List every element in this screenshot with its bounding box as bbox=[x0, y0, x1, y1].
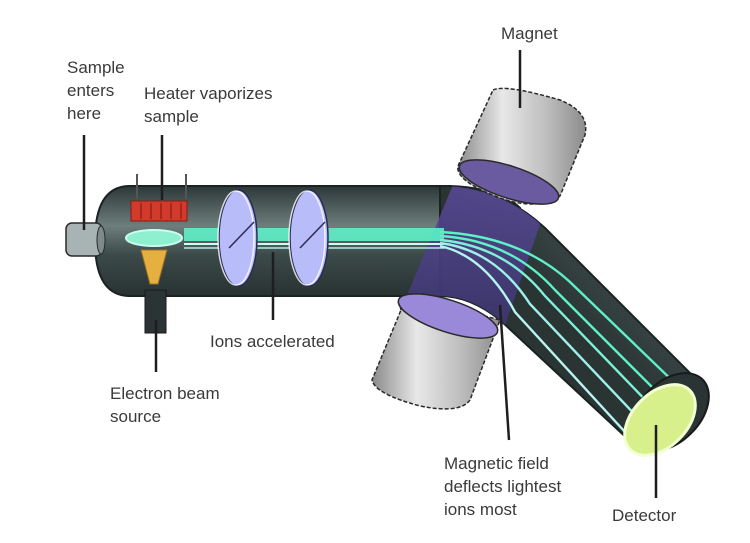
heater-coils bbox=[140, 203, 182, 219]
label-sample-enters: Sample enters here bbox=[67, 58, 125, 123]
vapor-cloud bbox=[125, 229, 183, 247]
label-electron-beam: Electron beam source bbox=[110, 384, 220, 426]
label-ions-accelerated: Ions accelerated bbox=[210, 332, 335, 351]
electron-filament bbox=[140, 249, 168, 285]
detector bbox=[623, 372, 710, 457]
label-magnet: Magnet bbox=[501, 24, 558, 43]
leader-lines bbox=[82, 50, 658, 498]
label-detector: Detector bbox=[612, 506, 677, 525]
leader-field bbox=[498, 304, 511, 441]
label-heater: Heater vaporizes sample bbox=[144, 84, 273, 126]
inlet-rim bbox=[96, 225, 106, 255]
label-magnetic-field: Magnetic field deflects lightest ions mo… bbox=[444, 454, 562, 519]
ion-beams-curved bbox=[439, 230, 681, 433]
accelerator-plate-2 bbox=[288, 189, 329, 287]
accelerator-plate-1 bbox=[217, 189, 258, 287]
magnet-lower bbox=[371, 293, 501, 410]
heater bbox=[130, 200, 188, 222]
magnet-upper bbox=[457, 87, 587, 205]
